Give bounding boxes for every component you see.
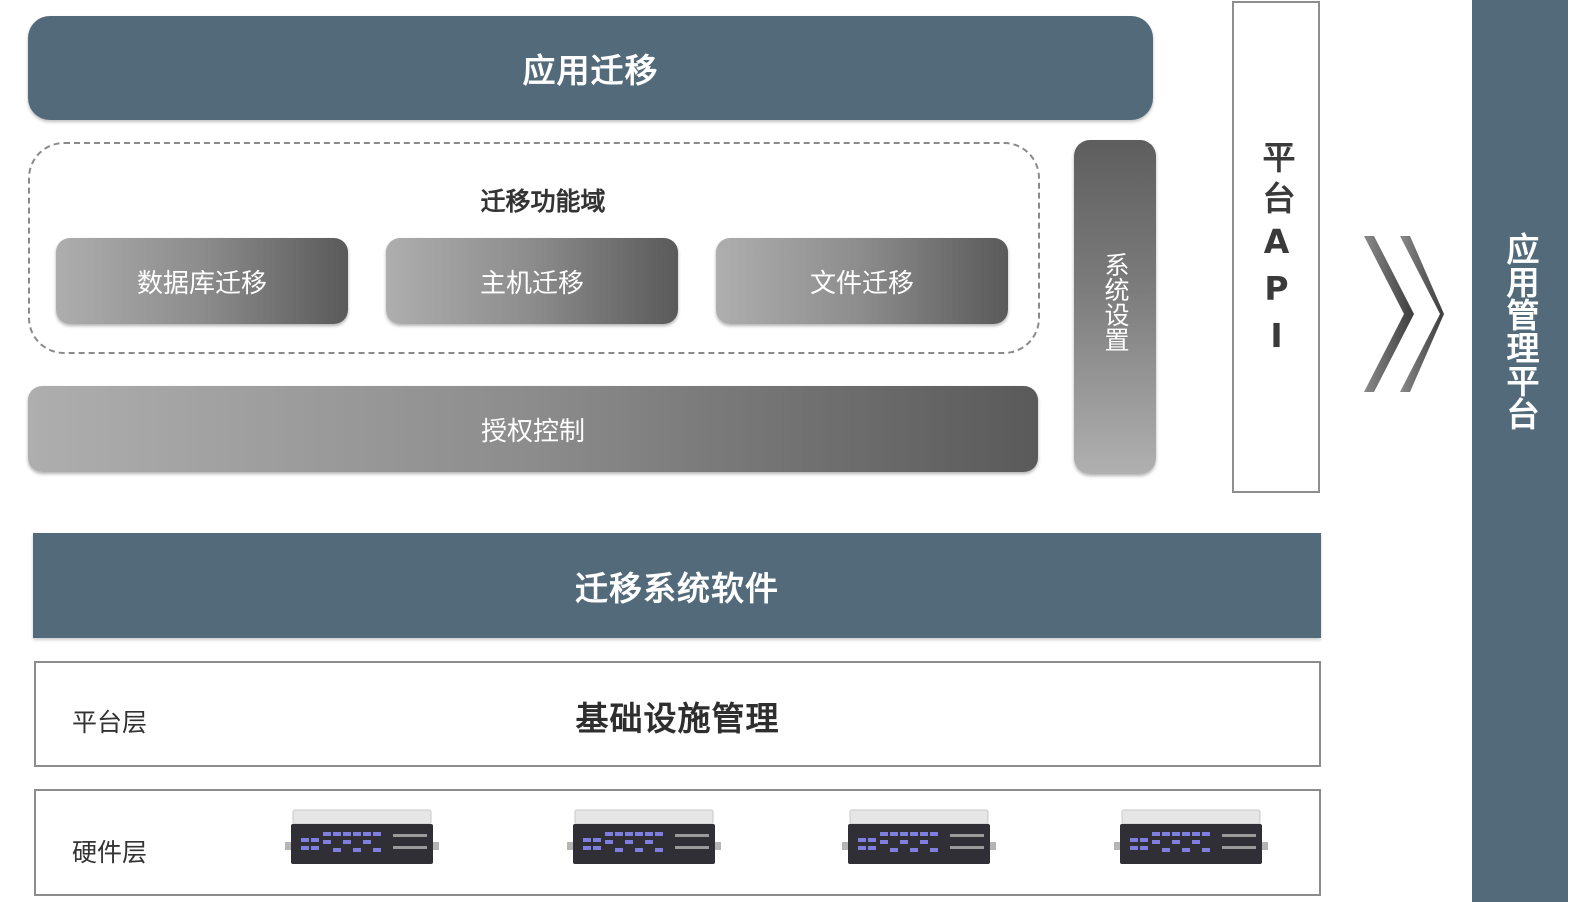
hardware-layer-label: 硬件层 (72, 838, 148, 867)
function-domain-group (28, 142, 1040, 354)
app-management-platform-label: 应用管理平台 (1501, 232, 1540, 430)
infrastructure-management-title: 基础设施管理 (575, 699, 780, 738)
platform-layer-box (34, 661, 1321, 767)
migration-software-title: 迁移系统软件 (575, 568, 779, 608)
system-settings-label: 系统设置 (1101, 252, 1130, 352)
app-management-platform-bar: 应用管理平台 (1472, 0, 1568, 902)
migration-software-bar: 迁移系统软件 (33, 533, 1321, 638)
server-rack-icon (842, 809, 996, 864)
host-migration-box: 主机迁移 (386, 238, 678, 324)
host-migration-label: 主机迁移 (479, 268, 584, 299)
server-rack-icon (567, 809, 721, 864)
file-migration-box: 文件迁移 (716, 238, 1008, 324)
server-rack-icon (1114, 809, 1268, 864)
platform-api-label: 平台API (1257, 140, 1296, 363)
system-settings-bar: 系统设置 (1074, 140, 1156, 474)
platform-api-box (1232, 1, 1320, 493)
function-domain-title: 迁移功能域 (480, 187, 606, 216)
chevron-right-icon (1364, 236, 1444, 392)
file-migration-label: 文件迁移 (809, 268, 914, 299)
platform-layer-label: 平台层 (72, 708, 148, 737)
authorization-control-label: 授权控制 (480, 416, 585, 447)
database-migration-box: 数据库迁移 (56, 238, 348, 324)
app-migration-title: 应用迁移 (522, 51, 659, 90)
authorization-control-bar: 授权控制 (28, 386, 1038, 472)
server-rack-icon (285, 809, 439, 864)
database-migration-label: 数据库迁移 (136, 268, 267, 299)
app-migration-bar: 应用迁移 (28, 16, 1153, 120)
